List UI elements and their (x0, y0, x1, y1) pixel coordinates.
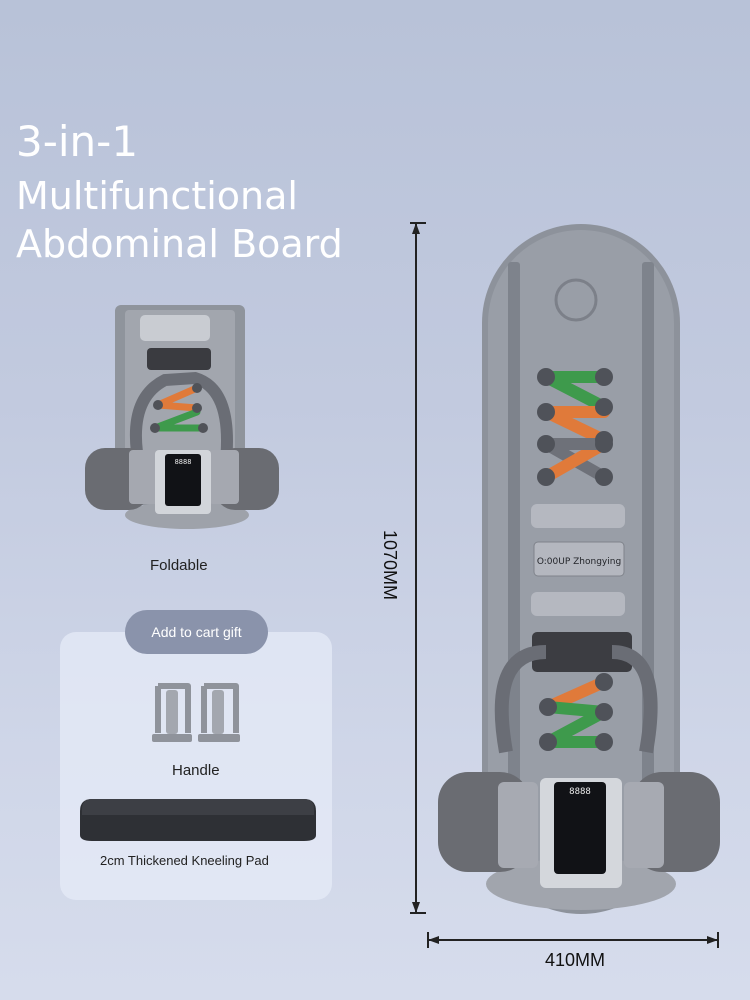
width-dimension-label: 410MM (545, 950, 606, 970)
svg-text:8888: 8888 (175, 458, 192, 466)
headline-line-1: 3-in-1 (16, 117, 139, 166)
headline: 3-in-1 Multifunctional Abdominal Board (16, 112, 343, 268)
height-dimension-label: 1070MM (380, 529, 400, 601)
handle-image (152, 683, 240, 742)
kneeling-pad-caption: 2cm Thickened Kneeling Pad (100, 853, 269, 868)
gift-card (60, 632, 332, 900)
foldable-caption: Foldable (150, 557, 208, 574)
board-brand-label: O:00UP Zhongying (537, 557, 621, 567)
folded-board-image: 8888 (85, 305, 279, 529)
height-dimension-line (410, 222, 426, 914)
width-dimension-line (427, 932, 719, 948)
abdominal-board-image: O:00UP Zhongying 8888 (438, 224, 720, 914)
kneeling-pad-image (80, 799, 316, 841)
display-readout: 8888 (569, 787, 591, 797)
handle-caption: Handle (172, 762, 220, 779)
headline-line-3: Abdominal Board (16, 222, 343, 266)
headline-line-2: Multifunctional (16, 174, 298, 218)
add-to-cart-gift-badge: Add to cart gift (125, 610, 268, 654)
